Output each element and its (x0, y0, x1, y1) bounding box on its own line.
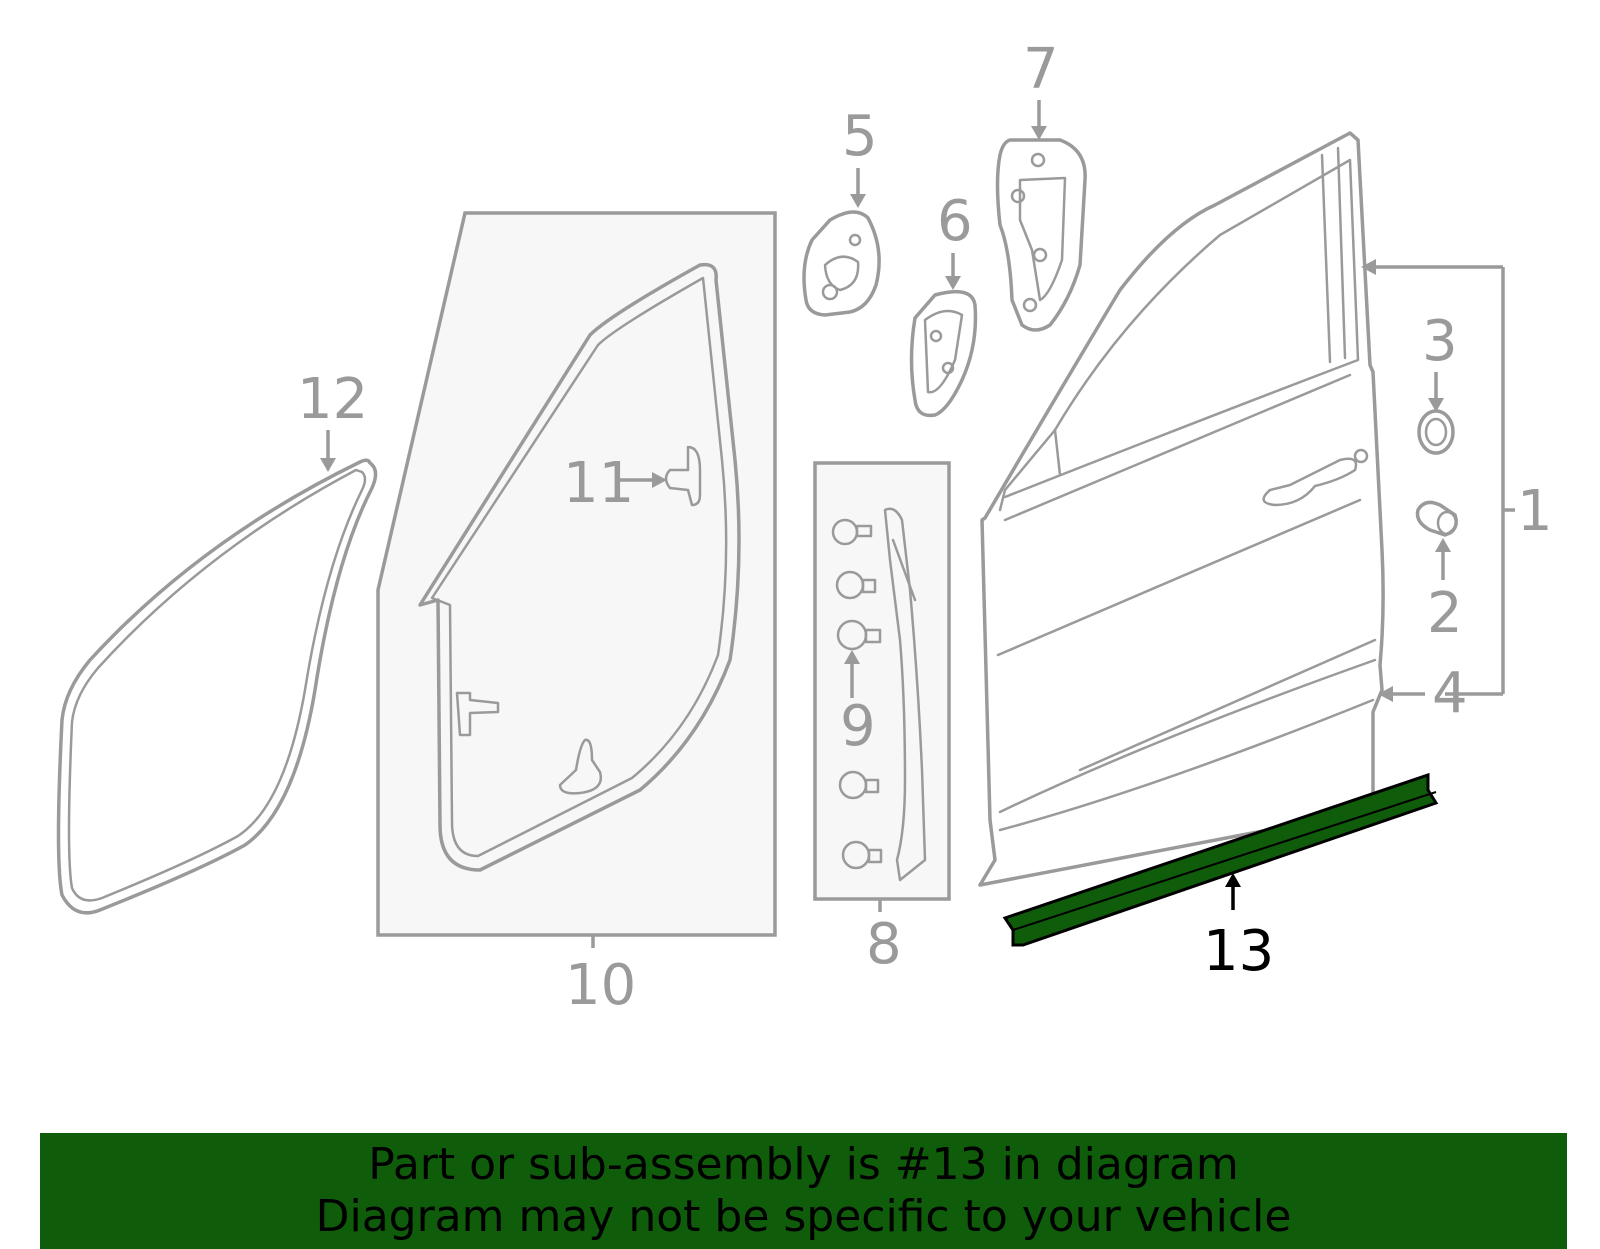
clip-icon (831, 518, 873, 546)
arrowhead-13 (1225, 873, 1241, 887)
clip-icon (838, 770, 880, 800)
callout-2: 2 (1427, 581, 1463, 646)
arrowhead-6 (945, 276, 961, 290)
callout-8: 8 (866, 912, 902, 977)
arrowhead-1 (1361, 259, 1376, 275)
clip-icon (841, 840, 883, 870)
callout-3: 3 (1422, 309, 1458, 374)
callout-11: 11 (563, 451, 634, 516)
part-6-bracket (909, 289, 978, 418)
part-3-grommet (1417, 409, 1455, 455)
callout-1: 1 (1517, 479, 1553, 544)
arrowhead-2 (1435, 538, 1451, 552)
callout-5: 5 (842, 104, 878, 169)
arrowhead-12 (320, 458, 336, 472)
callout-4: 4 (1432, 661, 1468, 726)
arrowhead-4 (1378, 686, 1393, 702)
callout-9: 9 (840, 694, 876, 759)
arrowhead-9 (844, 650, 860, 664)
callout-7: 7 (1023, 37, 1059, 102)
part-10-door-seal (376, 211, 777, 937)
arrowhead-7 (1031, 126, 1047, 140)
part-12-weatherstrip (56, 458, 378, 915)
callout-13: 13 (1203, 919, 1274, 984)
part-1-door-shell (978, 131, 1385, 887)
banner-line-2: Diagram may not be specific to your vehi… (315, 1191, 1292, 1242)
arrowhead-3 (1428, 398, 1444, 412)
info-banner: Part or sub-assembly is #13 in diagram D… (40, 1133, 1567, 1249)
arrowhead-5 (850, 194, 866, 208)
arrowhead-11 (652, 472, 667, 488)
callout-10: 10 (565, 953, 636, 1018)
part-13-lower-molding (1002, 772, 1439, 947)
part-8-molding-set (813, 461, 951, 901)
banner-line-1: Part or sub-assembly is #13 in diagram (368, 1139, 1239, 1190)
part-5-bracket (802, 210, 881, 317)
callout-6: 6 (937, 189, 973, 254)
callout-12: 12 (297, 367, 368, 432)
part-2-plug (1415, 500, 1458, 537)
clip-icon (835, 570, 877, 600)
part-7-bracket (995, 138, 1087, 332)
clip-icon (836, 619, 882, 651)
